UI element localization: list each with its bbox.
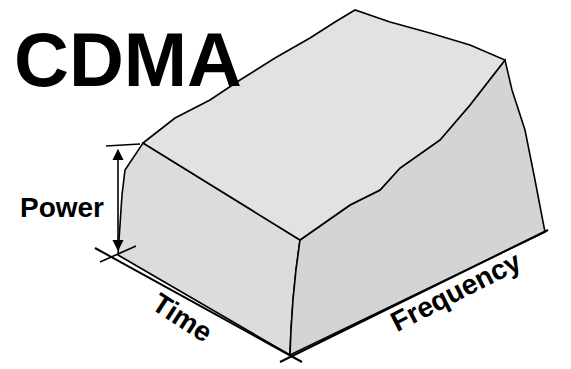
power-arrow xyxy=(117,150,119,250)
time-axis xyxy=(95,248,302,362)
frequency-axis xyxy=(280,230,548,362)
power-tick-top xyxy=(106,144,140,146)
title: CDMA xyxy=(14,22,242,98)
axis-label: Power xyxy=(20,194,104,222)
